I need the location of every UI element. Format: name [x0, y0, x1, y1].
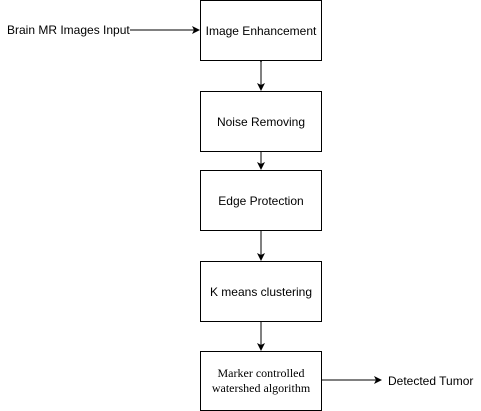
step-k-means-clustering: K means clustering — [200, 261, 322, 322]
step-label: Edge Protection — [218, 193, 304, 208]
step-edge-protection: Edge Protection — [200, 170, 322, 231]
step-noise-removing: Noise Removing — [200, 91, 322, 152]
step-label: K means clustering — [209, 284, 313, 299]
input-label: Brain MR Images Input — [7, 23, 130, 37]
output-label: Detected Tumor — [388, 374, 474, 388]
step-marker-controlled-watershed: Marker controlled watershed algorithm — [200, 351, 322, 411]
step-label: Marker controlled watershed algorithm — [211, 366, 311, 395]
step-label: Image Enhancement — [205, 23, 317, 38]
step-label: Noise Removing — [216, 114, 306, 129]
step-image-enhancement: Image Enhancement — [200, 0, 322, 61]
